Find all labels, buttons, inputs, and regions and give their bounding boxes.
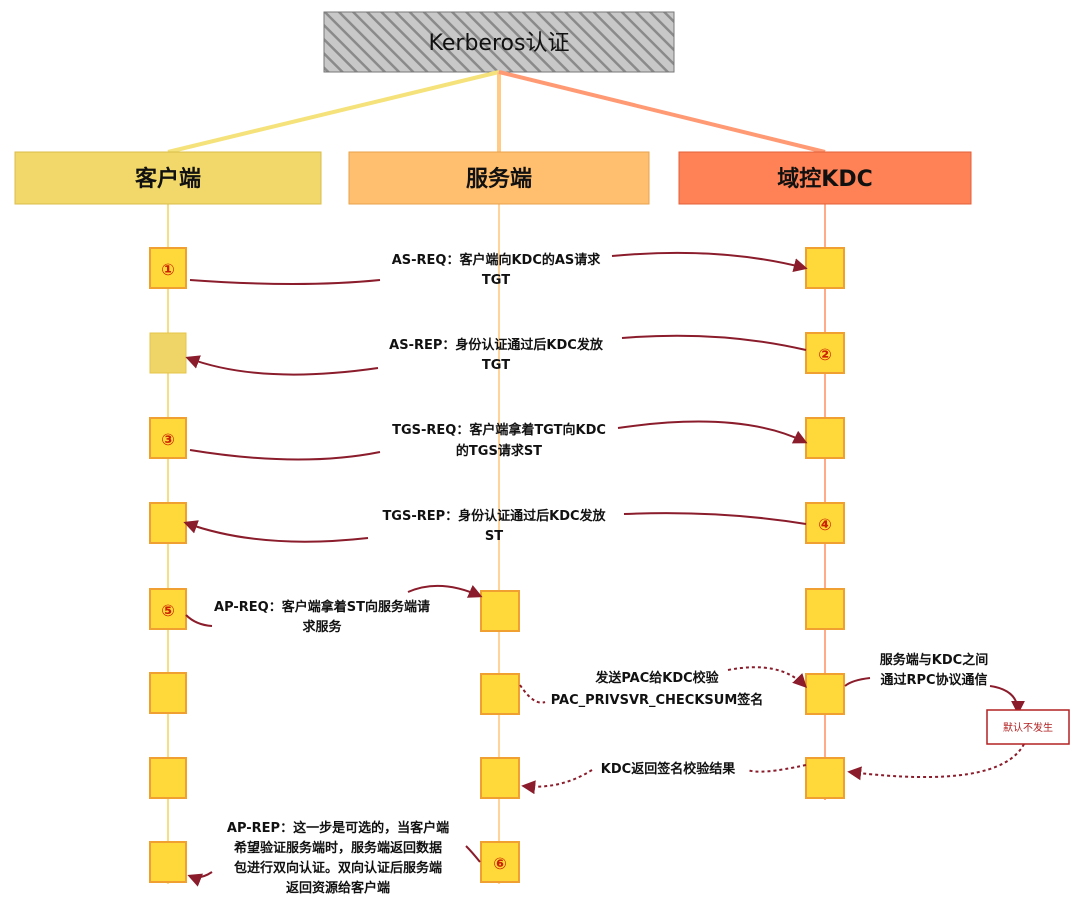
lane-label-kdc: 域控KDC xyxy=(777,166,872,192)
arrow-rpc xyxy=(844,677,1018,712)
step-number: ⑤ xyxy=(161,601,175,620)
msg-as-req-line1: AS-REQ：客户端向KDC的AS请求 xyxy=(392,252,602,268)
activation-box xyxy=(149,841,187,883)
activation-box xyxy=(149,757,187,799)
note-box: 默认不发生 xyxy=(986,709,1070,745)
lane-header-kdc: 域控KDC xyxy=(678,151,972,205)
diagram-title: Kerberos认证 xyxy=(429,31,570,56)
lane-label-server: 服务端 xyxy=(466,167,532,192)
msg-ap-rep-line1: AP-REP：这一步是可选的，当客户端 xyxy=(227,820,449,836)
activation-box xyxy=(149,332,187,374)
step-number: ② xyxy=(818,345,832,364)
msg-ap-req-line1: AP-REQ：客户端拿着ST向服务端请 xyxy=(214,599,430,615)
message-arrows xyxy=(185,251,1025,877)
title-box: Kerberos认证 xyxy=(323,11,675,73)
activation-box xyxy=(805,332,845,374)
message-labels: AS-REQ：客户端向KDC的AS请求 TGT AS-REP：身份认证通过后KD… xyxy=(214,252,988,896)
title-connectors xyxy=(167,70,826,154)
lane-label-client: 客户端 xyxy=(135,166,201,192)
msg-rpc-line1: 服务端与KDC之间 xyxy=(880,652,988,668)
arrow-ap-req xyxy=(185,586,480,627)
step-number: ④ xyxy=(818,515,832,534)
lane-header-client: 客户端 xyxy=(14,151,322,205)
msg-as-rep-line2: TGT xyxy=(482,358,510,373)
activation-box xyxy=(480,673,520,715)
step-number: ① xyxy=(161,260,175,279)
activation-box xyxy=(805,417,845,459)
activation-box xyxy=(805,502,845,544)
activation-box xyxy=(805,588,845,630)
activation-box xyxy=(149,417,187,459)
activation-box xyxy=(149,247,187,289)
arrow-note-return xyxy=(847,743,1025,781)
arrow-as-req xyxy=(189,251,805,285)
arrow-pac-return xyxy=(524,764,807,787)
activation-box xyxy=(805,757,845,799)
arrow-tgs-rep xyxy=(186,513,807,543)
msg-pac-send-line2: PAC_PRIVSVR_CHECKSUM签名 xyxy=(551,692,764,708)
activation-box xyxy=(149,588,187,630)
activation-box xyxy=(805,673,845,715)
lane-header-server: 服务端 xyxy=(348,151,650,205)
msg-tgs-rep-line1: TGS-REP：身份认证通过后KDC发放 xyxy=(382,508,606,524)
arrow-as-rep xyxy=(188,334,807,376)
arrow-ap-rep xyxy=(190,845,481,877)
note-text: 默认不发生 xyxy=(1003,721,1053,734)
activation-box xyxy=(149,502,187,544)
msg-tgs-req-line2: 的TGS请求ST xyxy=(456,443,542,459)
msg-as-rep-line1: AS-REP：身份认证通过后KDC发放 xyxy=(389,337,604,353)
msg-tgs-req-line1: TGS-REQ：客户端拿着TGT向KDC xyxy=(392,422,606,438)
activation-box xyxy=(480,757,520,799)
activation-box xyxy=(805,247,845,289)
arrow-pac-send xyxy=(519,666,805,704)
msg-pac-send-line1: 发送PAC给KDC校验 xyxy=(594,670,719,686)
msg-as-req-line2: TGT xyxy=(482,273,510,288)
msg-pac-return: KDC返回签名校验结果 xyxy=(601,761,735,777)
msg-tgs-rep-line2: ST xyxy=(485,529,503,544)
msg-rpc-line2: 通过RPC协议通信 xyxy=(880,672,987,688)
msg-ap-rep-line2: 希望验证服务端时，服务端返回数据 xyxy=(234,840,442,856)
arrow-tgs-req xyxy=(189,420,805,461)
activation-box xyxy=(480,841,520,883)
step-number: ⑥ xyxy=(493,854,507,873)
msg-ap-rep-line4: 返回资源给客户端 xyxy=(286,880,390,896)
msg-ap-req-line2: 求服务 xyxy=(302,619,342,635)
msg-ap-rep-line3: 包进行双向认证。双向认证后服务端 xyxy=(234,860,442,876)
kdc-boxes: ② ④ xyxy=(805,247,845,799)
step-number: ③ xyxy=(161,430,175,449)
activation-box xyxy=(480,590,520,632)
activation-box xyxy=(149,672,187,714)
